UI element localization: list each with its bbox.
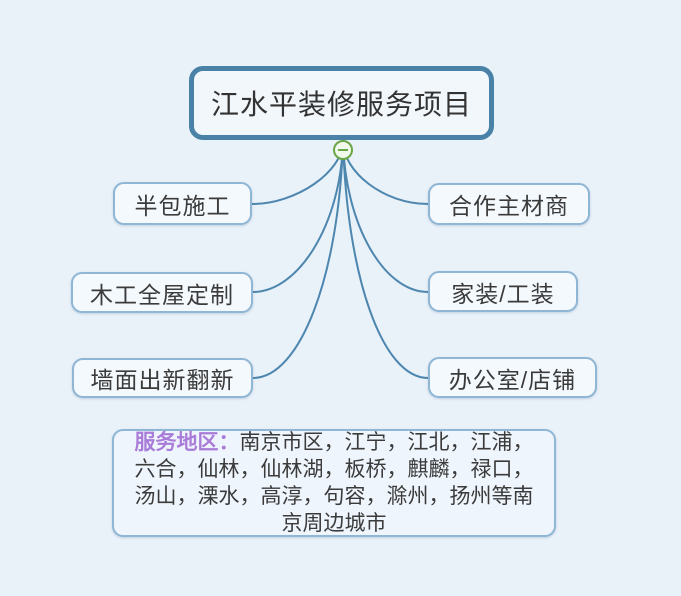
connector-right-3 — [342, 140, 429, 379]
service-area-note[interactable]: 服务地区：南京市区，江宁，江北，江浦，六合，仙林，仙林湖，板桥，麒麟，禄口，汤山… — [112, 429, 556, 537]
topic-label: 合作主材商 — [449, 193, 569, 219]
collapse-button[interactable] — [333, 140, 353, 160]
topic-wall-renewal[interactable]: 墙面出新翻新 — [72, 358, 253, 398]
connector-right-1 — [342, 140, 429, 205]
service-area-label: 服务地区： — [134, 431, 240, 454]
topic-label: 办公室/店铺 — [448, 366, 577, 393]
topic-home-industrial-decoration[interactable]: 家装/工装 — [428, 271, 578, 312]
topic-label: 木工全屋定制 — [90, 281, 234, 308]
topic-half-package-construction[interactable]: 半包施工 — [113, 182, 252, 225]
service-area-cities: 南京市区，江宁，江北，江浦，六合，仙林，仙林湖，板桥，麒麟，禄口，汤山，溧水，高… — [134, 431, 534, 535]
connector-left-2 — [252, 140, 344, 293]
topic-office-shop[interactable]: 办公室/店铺 — [428, 357, 597, 398]
connector-left-1 — [251, 140, 344, 205]
connector-right-2 — [342, 140, 429, 293]
service-area-text: 服务地区：南京市区，江宁，江北，江浦，六合，仙林，仙林湖，板桥，麒麟，禄口，汤山… — [128, 429, 540, 537]
connector-left-3 — [252, 140, 344, 379]
topic-label: 半包施工 — [134, 192, 231, 219]
topic-material-suppliers[interactable]: 合作主材商 — [428, 183, 590, 225]
minus-icon — [338, 149, 348, 151]
topic-woodwork-whole-house[interactable]: 木工全屋定制 — [71, 272, 253, 313]
root-node[interactable]: 江水平装修服务项目 — [189, 66, 494, 140]
topic-label: 墙面出新翻新 — [90, 367, 235, 393]
root-node-label: 江水平装修服务项目 — [210, 89, 472, 120]
topic-label: 家装/工装 — [451, 280, 555, 307]
